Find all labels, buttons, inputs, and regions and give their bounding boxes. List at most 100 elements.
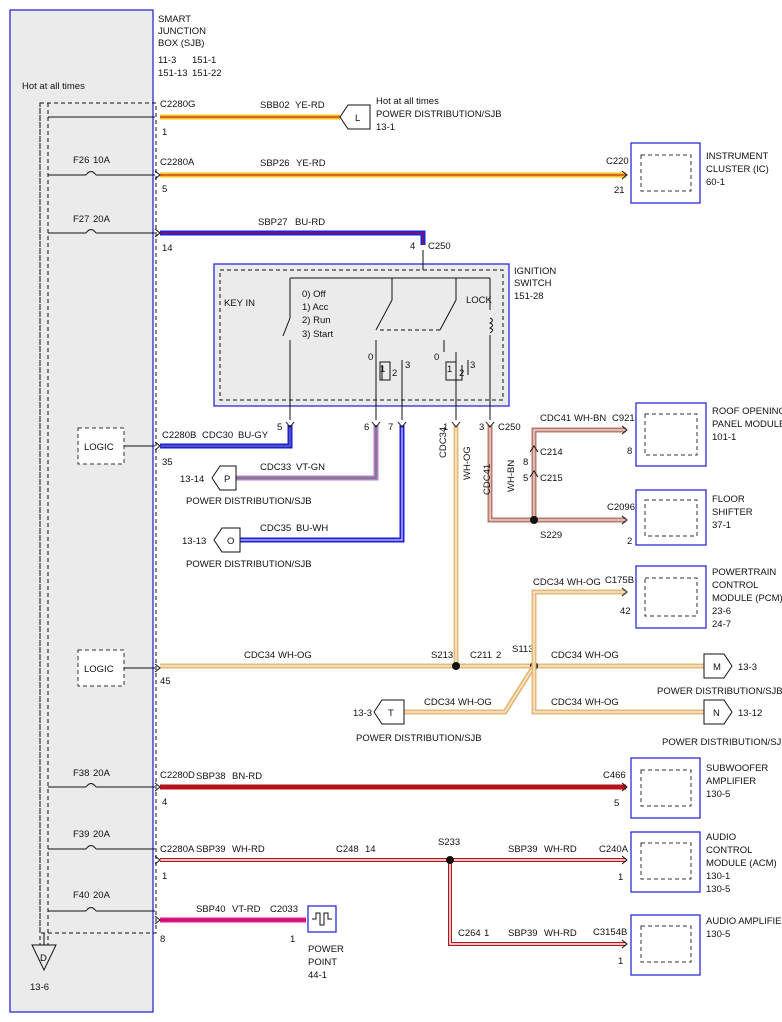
- svg-text:5: 5: [614, 798, 619, 809]
- svg-text:AMPLIFIER: AMPLIFIER: [706, 776, 756, 787]
- svg-text:S213: S213: [431, 650, 453, 661]
- svg-text:8: 8: [523, 457, 528, 468]
- svg-text:23-6: 23-6: [712, 606, 731, 617]
- sjb-ref-2: 151-1: [192, 55, 216, 66]
- svg-text:SBP27: SBP27: [258, 217, 288, 228]
- svg-text:VT-RD: VT-RD: [232, 904, 261, 915]
- svg-text:MODULE (PCM): MODULE (PCM): [712, 593, 782, 604]
- instrument-cluster: INSTRUMENT CLUSTER (IC) 60-1: [630, 142, 769, 204]
- svg-text:F39: F39: [73, 829, 89, 840]
- svg-text:3: 3: [470, 360, 475, 371]
- wire-sbp39: C2280A 1 SBP39 WH-RD C248 14 S233 SBP39 …: [160, 837, 629, 967]
- wire-cdc34-pcm: CDC34 WH-OG C175B 42: [531, 575, 634, 666]
- sjb-title-2: JUNCTION: [158, 26, 206, 37]
- svg-text:2) Run: 2) Run: [302, 315, 331, 326]
- svg-text:SBP39: SBP39: [196, 844, 226, 855]
- svg-text:POWER: POWER: [308, 944, 344, 955]
- svg-text:WH-RD: WH-RD: [544, 844, 577, 855]
- svg-text:6: 6: [364, 422, 369, 433]
- svg-text:CDC34: CDC34: [533, 577, 564, 588]
- svg-text:1: 1: [618, 872, 623, 883]
- svg-text:CONTROL: CONTROL: [712, 580, 758, 591]
- svg-text:C3154B: C3154B: [593, 927, 627, 938]
- svg-text:FLOOR: FLOOR: [712, 494, 745, 505]
- svg-text:130-5: 130-5: [706, 929, 730, 940]
- svg-text:1: 1: [162, 127, 167, 138]
- svg-text:14: 14: [162, 243, 173, 254]
- svg-text:POWER DISTRIBUTION/SJB: POWER DISTRIBUTION/SJB: [186, 496, 312, 507]
- ignition-switch: IGNITION SWITCH 151-28 KEY IN 0) Off 1) …: [213, 250, 556, 420]
- svg-text:SUBWOOFER: SUBWOOFER: [706, 763, 768, 774]
- svg-text:P: P: [224, 474, 230, 485]
- svg-text:13-3: 13-3: [353, 708, 372, 719]
- svg-text:35: 35: [162, 457, 173, 468]
- svg-text:7: 7: [388, 422, 393, 433]
- svg-text:1: 1: [484, 928, 489, 939]
- svg-text:20A: 20A: [93, 768, 111, 779]
- svg-text:CDC34: CDC34: [551, 650, 582, 661]
- svg-text:AUDIO AMPLIFIER: AUDIO AMPLIFIER: [706, 916, 782, 927]
- svg-text:S113: S113: [512, 644, 533, 655]
- svg-text:60-1: 60-1: [706, 177, 725, 188]
- svg-text:CDC33: CDC33: [260, 462, 291, 473]
- svg-text:S233: S233: [438, 837, 460, 848]
- roof-opening-panel-module: ROOF OPENING PANEL MODULE 101-1: [635, 402, 782, 467]
- svg-text:MODULE (ACM): MODULE (ACM): [706, 858, 777, 869]
- svg-text:SBP39: SBP39: [508, 844, 538, 855]
- power-ref-p: P 13-14 POWER DISTRIBUTION/SJB: [180, 465, 312, 507]
- power-ref-n: N 13-12 POWER DISTRIBUTION/SJB: [662, 699, 782, 748]
- wire-cdc34-main: 45 CDC34 WH-OG S213 C211 2 S113 CDC34 WH…: [160, 644, 704, 687]
- svg-text:BU-GY: BU-GY: [238, 430, 269, 441]
- svg-text:POWER DISTRIBUTION/SJB: POWER DISTRIBUTION/SJB: [356, 733, 482, 744]
- svg-text:SBB02: SBB02: [260, 100, 290, 111]
- svg-text:1) Acc: 1) Acc: [302, 302, 329, 313]
- svg-text:3) Start: 3) Start: [302, 329, 334, 340]
- wire-cdc33: CDC33 VT-GN 6: [236, 421, 381, 481]
- svg-text:CDC34: CDC34: [551, 697, 582, 708]
- svg-text:POWER DISTRIBUTION/SJB: POWER DISTRIBUTION/SJB: [186, 559, 312, 570]
- svg-text:CDC35: CDC35: [260, 523, 291, 534]
- svg-text:5: 5: [162, 184, 167, 195]
- wire-sbp38: C2280D 4 SBP38 BN-RD C466 5: [160, 770, 626, 809]
- svg-text:KEY IN: KEY IN: [224, 298, 255, 309]
- svg-text:C2280A: C2280A: [160, 157, 195, 168]
- svg-text:45: 45: [160, 676, 171, 687]
- svg-text:1: 1: [380, 364, 385, 375]
- wire-cdc34-n: CDC34 WH-OG: [531, 666, 704, 715]
- svg-text:44-1: 44-1: [308, 970, 327, 981]
- svg-text:POINT: POINT: [308, 957, 337, 968]
- power-ref-l: L Hot at all times POWER DISTRIBUTION/SJ…: [339, 96, 502, 133]
- svg-text:14: 14: [365, 844, 376, 855]
- svg-text:WH-OG: WH-OG: [462, 446, 473, 480]
- svg-text:BU-RD: BU-RD: [295, 217, 325, 228]
- svg-text:C921: C921: [612, 413, 635, 424]
- svg-text:C250: C250: [428, 241, 451, 252]
- svg-text:4: 4: [410, 241, 415, 252]
- svg-text:1: 1: [290, 934, 295, 945]
- svg-text:151-28: 151-28: [514, 291, 544, 302]
- audio-amplifier: AUDIO AMPLIFIER 130-5: [630, 914, 782, 976]
- svg-text:SWITCH: SWITCH: [514, 278, 552, 289]
- svg-text:2: 2: [392, 368, 397, 379]
- svg-text:C240A: C240A: [599, 844, 629, 855]
- svg-text:130-1: 130-1: [706, 871, 730, 882]
- wire-sbp26: C2280A 5 SBP26 YE-RD C220 21: [160, 156, 629, 196]
- svg-text:5: 5: [523, 473, 528, 484]
- svg-text:WH-OG: WH-OG: [278, 650, 312, 661]
- svg-text:C175B: C175B: [605, 575, 634, 586]
- svg-text:24-7: 24-7: [712, 619, 731, 630]
- svg-text:1: 1: [447, 364, 452, 375]
- hot-at-all-times-label: Hot at all times: [22, 81, 85, 92]
- svg-text:5: 5: [277, 422, 282, 433]
- logic-box-1: LOGIC: [77, 427, 155, 465]
- svg-text:13-12: 13-12: [738, 708, 762, 719]
- svg-text:N: N: [713, 708, 720, 719]
- svg-text:13-14: 13-14: [180, 474, 204, 485]
- powertrain-control-module: POWERTRAIN CONTROL MODULE (PCM) 23-6 24-…: [635, 565, 782, 630]
- svg-text:CDC41: CDC41: [540, 413, 571, 424]
- svg-text:10A: 10A: [93, 155, 111, 166]
- svg-text:2: 2: [459, 368, 464, 379]
